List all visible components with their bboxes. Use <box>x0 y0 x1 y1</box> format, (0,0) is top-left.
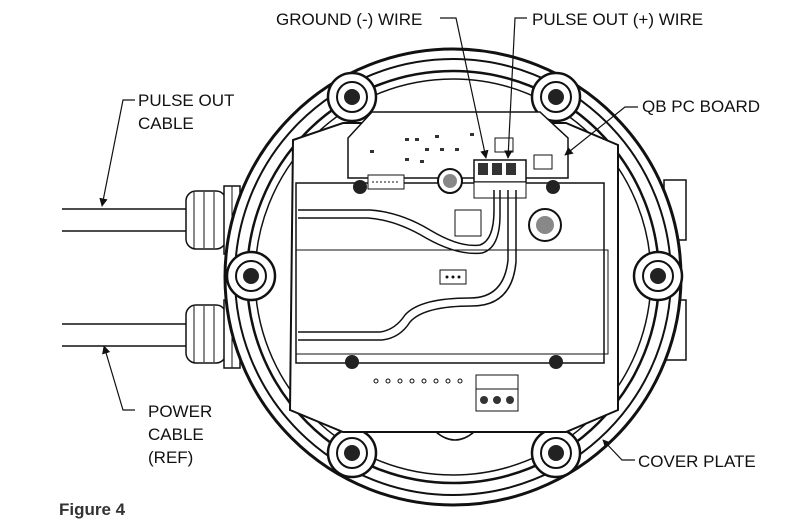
cover-plate-label: COVER PLATE <box>638 452 756 471</box>
bolt-top-right <box>530 71 582 123</box>
external-cables <box>62 208 200 347</box>
pulse-out-wire-label: PULSE OUT (+) WIRE <box>532 10 703 29</box>
power-cable-label-line3: (REF) <box>148 448 193 467</box>
bolt-bottom-left <box>326 427 378 479</box>
bolt-bosses <box>225 71 684 479</box>
figure-caption: Figure 4 <box>59 500 126 519</box>
ground-wire-label: GROUND (-) WIRE <box>276 10 422 29</box>
bolt-left <box>225 250 277 302</box>
qb-pc-board <box>345 111 569 369</box>
bottom-terminal-block <box>373 269 519 441</box>
power-cable-label-line2: CABLE <box>148 425 204 444</box>
power-cable-label-line1: POWER <box>148 402 212 421</box>
bolt-right <box>632 250 684 302</box>
pulse-out-cable-label-line1: PULSE OUT <box>138 91 234 110</box>
bolt-bottom-right <box>530 427 582 479</box>
qb-pc-board-label: QB PC BOARD <box>642 97 760 116</box>
bolt-top-left <box>326 71 378 123</box>
leader-lines <box>99 17 638 461</box>
pulse-out-cable-label-line2: CABLE <box>138 114 194 133</box>
internal-wiring <box>298 190 517 341</box>
